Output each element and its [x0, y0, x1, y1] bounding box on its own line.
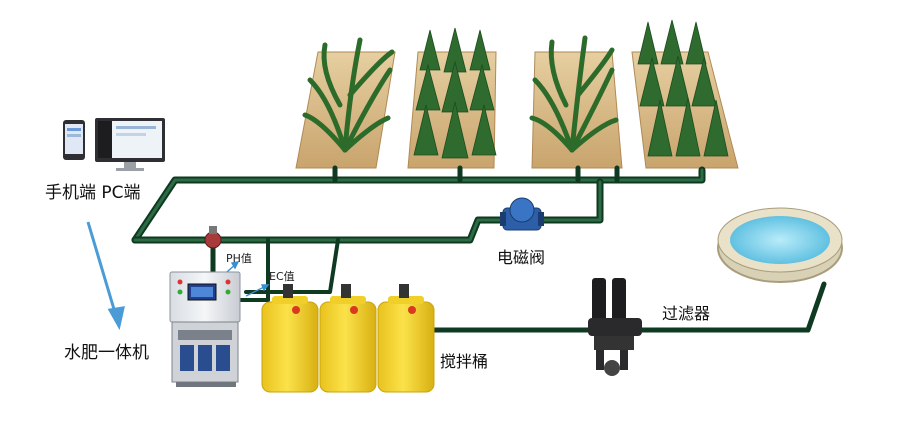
pipe-network	[131, 165, 827, 333]
solenoid-valve-icon	[500, 197, 544, 231]
ec-label: EC值	[269, 270, 295, 283]
tank-1	[261, 284, 319, 393]
filter-label: 过滤器	[662, 304, 711, 323]
reservoir-pool	[717, 207, 843, 283]
crop-bed-1	[295, 51, 396, 169]
tanks-label: 搅拌桶	[440, 352, 489, 371]
check-valve-icon	[204, 226, 222, 249]
valve-label: 电磁阀	[497, 248, 546, 267]
stirring-tanks	[261, 284, 435, 393]
tank-3	[377, 284, 435, 393]
tree-plants-4	[637, 19, 729, 157]
tank-2	[319, 284, 377, 393]
filter-icon	[588, 278, 642, 376]
controller-label: 水肥一体机	[64, 343, 149, 363]
phone-icon	[63, 120, 85, 160]
devices-label: 手机端 PC端	[45, 183, 141, 203]
pc-monitor-icon	[95, 118, 165, 171]
flow-arrow-icon	[86, 221, 125, 331]
corn-plants-1	[302, 37, 395, 153]
tree-plants-2	[413, 27, 497, 159]
corn-plants-3	[529, 35, 619, 153]
ph-label: PH值	[226, 252, 252, 265]
controller-machine	[169, 271, 241, 387]
